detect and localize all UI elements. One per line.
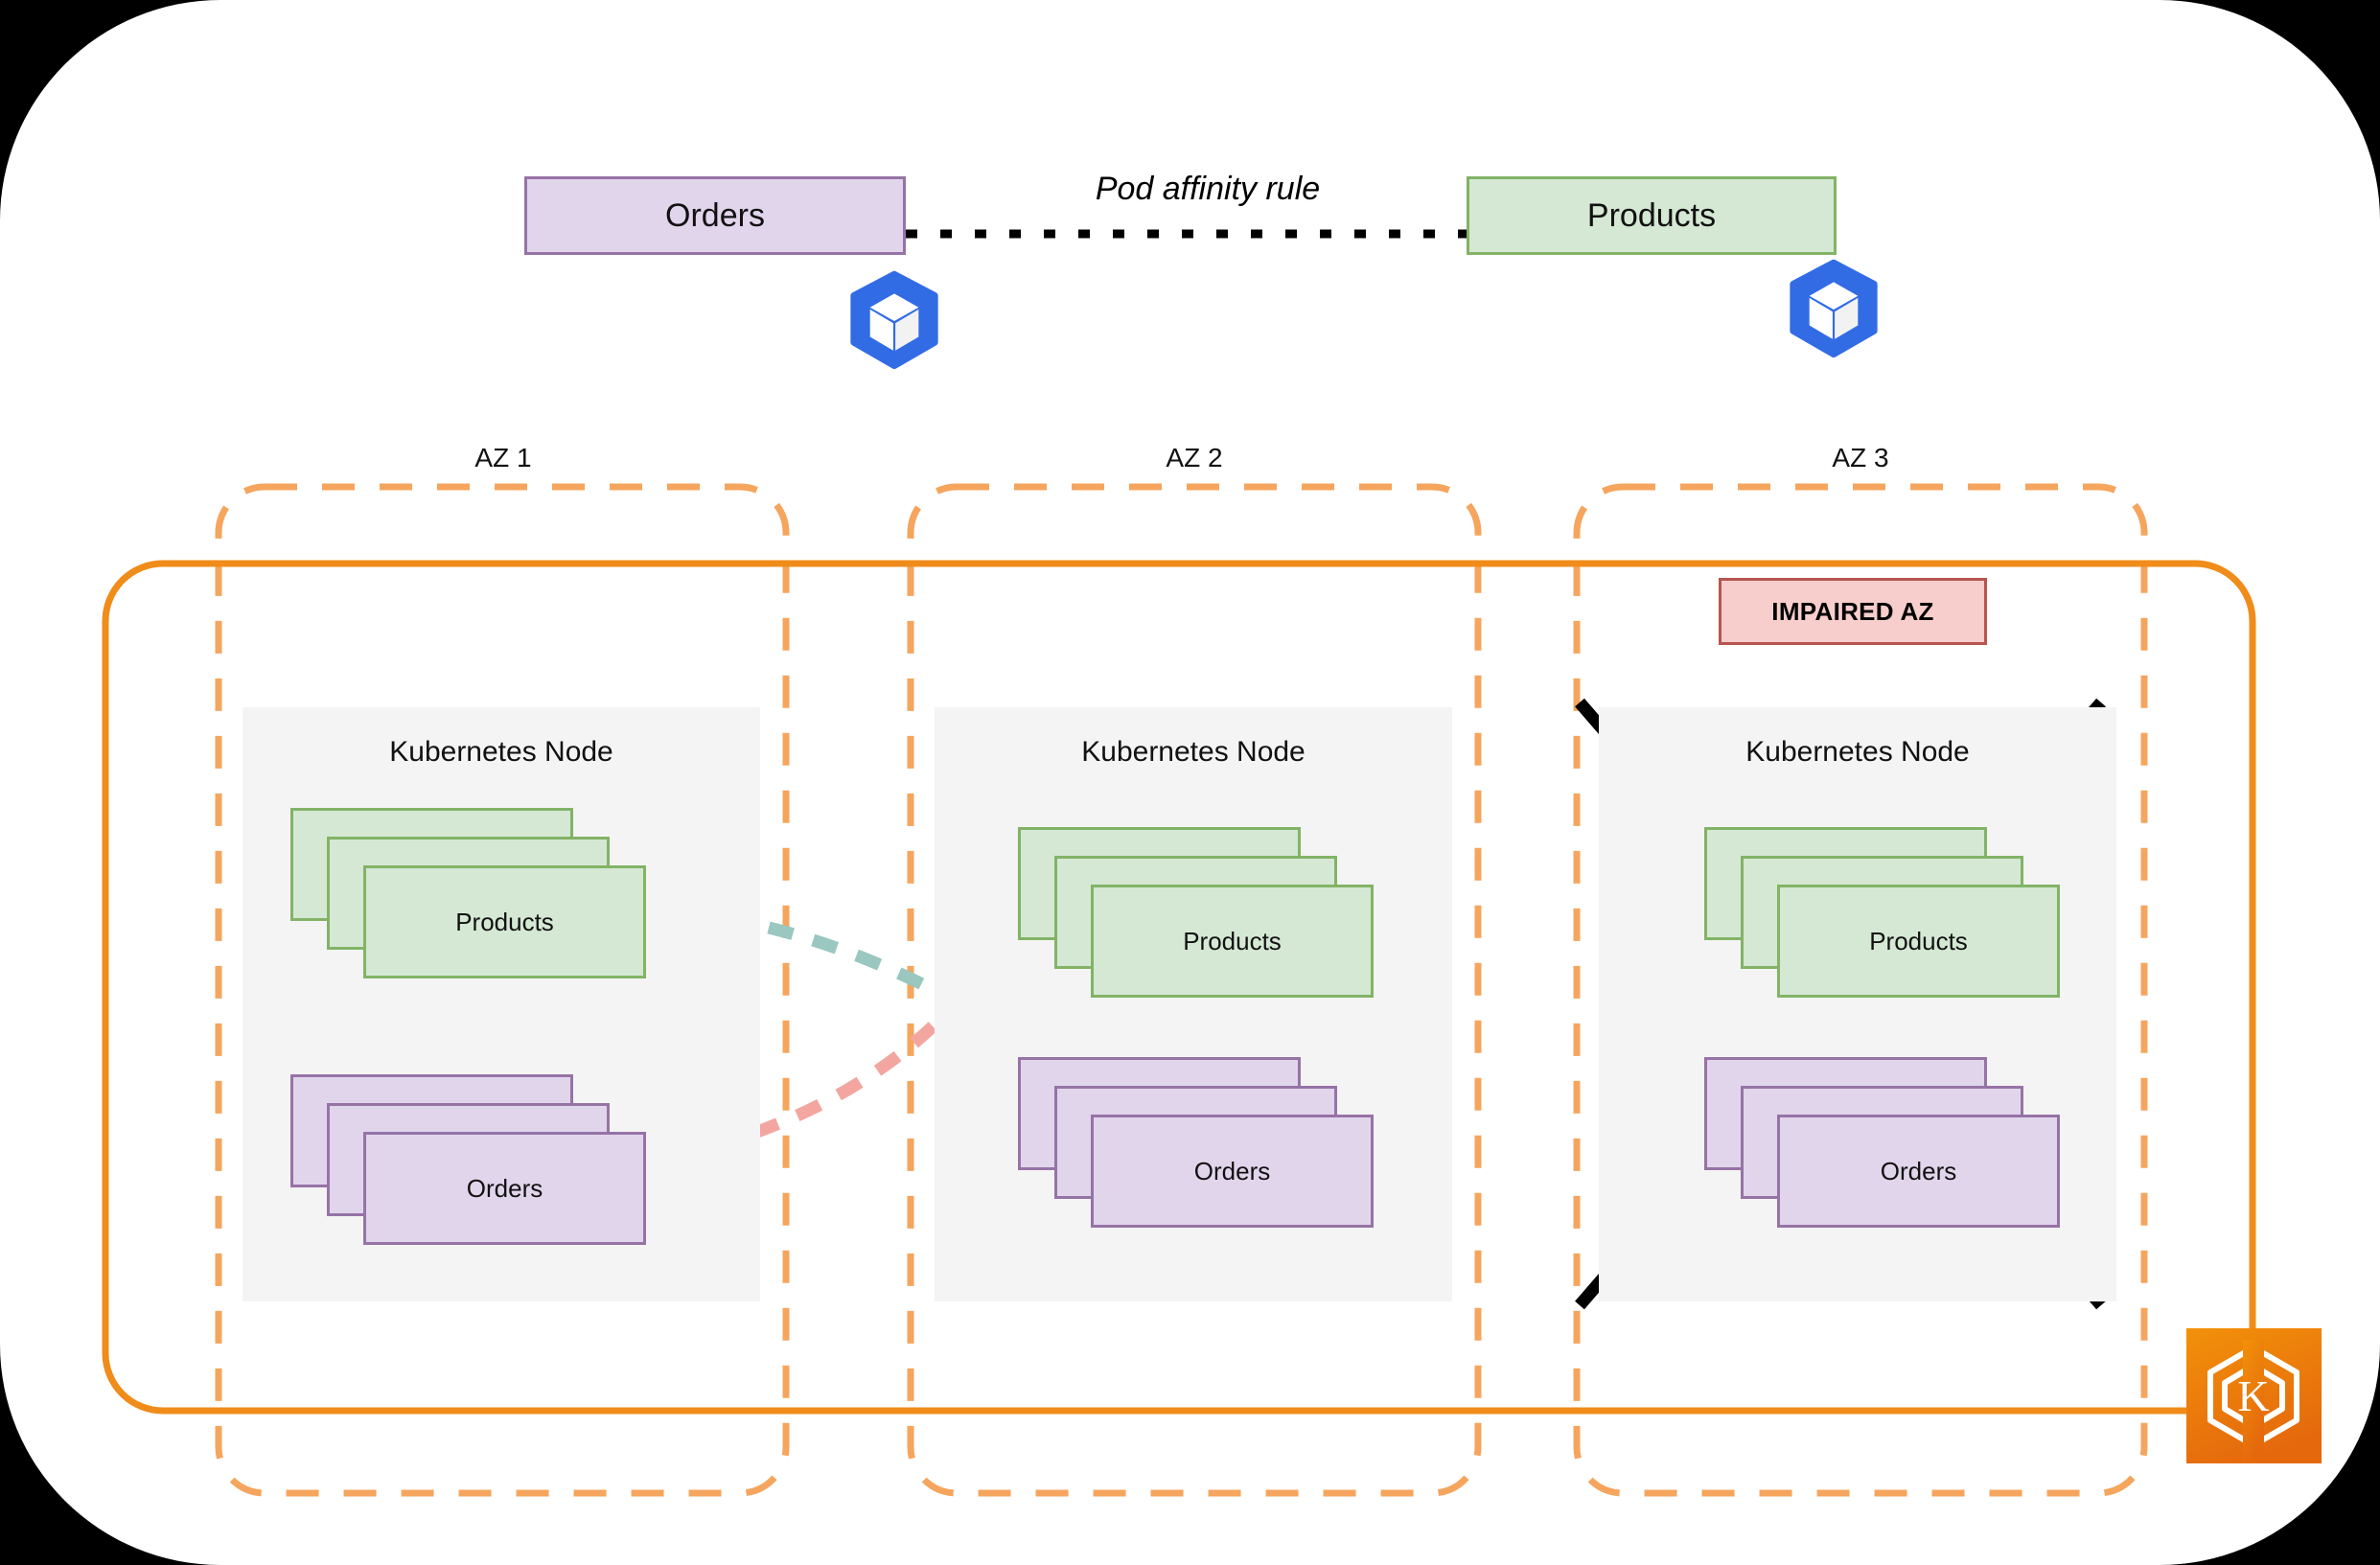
pod-replica bbox=[1777, 885, 2060, 998]
pod-replica bbox=[1091, 1115, 1374, 1228]
pod-stack-label: Orders bbox=[1193, 1156, 1271, 1185]
svg-text:K: K bbox=[2237, 1371, 2269, 1420]
kubernetes-node-az1[interactable]: Kubernetes Node Products Orders bbox=[243, 707, 760, 1301]
node-title-az3: Kubernetes Node bbox=[1745, 736, 1970, 768]
pod-stack-orders-az1[interactable]: Orders bbox=[290, 1074, 646, 1245]
cluster-boundary bbox=[102, 560, 2256, 1415]
pod-icon-products-top bbox=[1791, 259, 1877, 357]
pod-stack-products-az3[interactable]: Products bbox=[1704, 827, 2060, 998]
flow-products-az1-to-orders-az2 bbox=[632, 899, 1125, 1102]
az-2-title: AZ 2 bbox=[1166, 443, 1223, 472]
pod-stack-label: Products bbox=[455, 907, 554, 936]
az-1-boundary bbox=[215, 483, 790, 1497]
pod-replica bbox=[1091, 885, 1374, 998]
pod-stack-products-az2[interactable]: Products bbox=[1018, 827, 1374, 998]
node-title-az1: Kubernetes Node bbox=[389, 736, 613, 768]
kubernetes-node-az3[interactable]: Kubernetes Node Products Orders bbox=[1599, 707, 2116, 1301]
pod-icon-orders-top bbox=[851, 270, 937, 369]
pod-stack-products-az1[interactable]: Products bbox=[290, 808, 646, 978]
status-badge-impaired-az: IMPAIRED AZ bbox=[1719, 578, 1987, 645]
service-label-orders: Orders bbox=[665, 196, 765, 234]
pod-stack-orders-az2[interactable]: Orders bbox=[1018, 1057, 1374, 1228]
kubernetes-node-az2[interactable]: Kubernetes Node Products Orders bbox=[935, 707, 1452, 1301]
az-2-boundary bbox=[907, 483, 1482, 1497]
pod-stack-label: Products bbox=[1183, 926, 1282, 955]
pod-replica bbox=[363, 1132, 646, 1245]
pod-replica bbox=[363, 865, 646, 978]
pod-stack-label: Products bbox=[1869, 926, 1968, 955]
service-label-products: Products bbox=[1586, 196, 1717, 234]
az-3-boundary bbox=[1573, 483, 2148, 1497]
pod-affinity-rule-label: Pod affinity rule bbox=[1095, 171, 1321, 207]
pod-replica bbox=[1777, 1115, 2060, 1228]
az-3-title: AZ 3 bbox=[1832, 443, 1889, 472]
amazon-eks-icon: K bbox=[2186, 1328, 2322, 1463]
pod-stack-label: Orders bbox=[1880, 1156, 1957, 1185]
service-box-products[interactable]: Products bbox=[1467, 176, 1837, 255]
az-1-title: AZ 1 bbox=[474, 443, 532, 472]
node-title-az2: Kubernetes Node bbox=[1081, 736, 1306, 768]
pod-stack-label: Orders bbox=[466, 1173, 543, 1203]
service-box-orders[interactable]: Orders bbox=[524, 176, 906, 255]
pod-stack-orders-az3[interactable]: Orders bbox=[1704, 1057, 2060, 1228]
